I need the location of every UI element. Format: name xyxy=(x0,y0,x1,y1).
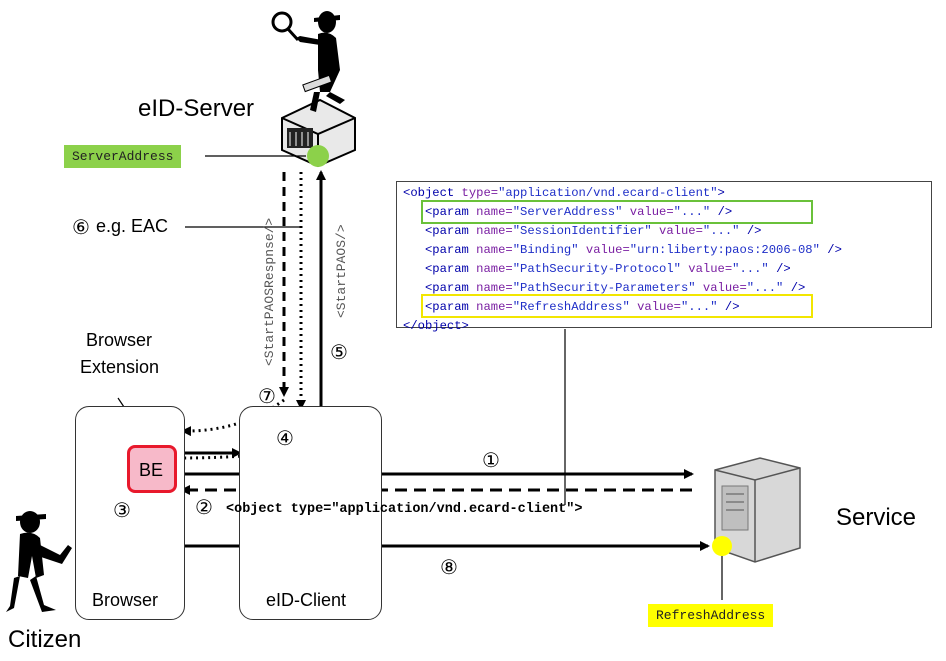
browser-extension-label-2: Extension xyxy=(80,357,160,377)
step-4: ④ xyxy=(276,426,294,450)
code-line-param: <param name="RefreshAddress" value="..."… xyxy=(424,300,740,314)
step-7: ⑦ xyxy=(258,384,276,408)
server-address-dot xyxy=(307,145,329,167)
eac-label: e.g. EAC xyxy=(96,216,169,236)
step-1: ① xyxy=(482,448,500,472)
code-line-param: <param name="ServerAddress" value="..." … xyxy=(424,205,733,219)
code-line-param: <param name="PathSecurity-Protocol" valu… xyxy=(424,262,791,276)
eid-server-label: eID-Server xyxy=(138,95,255,122)
service-machine xyxy=(714,457,801,563)
citizen-label: Citizen xyxy=(8,626,82,653)
code-line-object-close: </object> xyxy=(403,319,469,333)
step-2: ② xyxy=(195,495,213,519)
be-label: BE xyxy=(139,460,164,480)
browser-box xyxy=(75,406,185,620)
refresh-address-tag: RefreshAddress xyxy=(648,604,774,627)
step-6: ⑥ xyxy=(72,215,90,239)
step-3: ③ xyxy=(113,498,131,522)
citizen-figure xyxy=(6,511,72,612)
browser-label: Browser xyxy=(92,590,159,610)
inspector-figure xyxy=(271,11,345,112)
refresh-address-highlight xyxy=(421,294,813,318)
step-8: ⑧ xyxy=(440,555,458,579)
step-5: ⑤ xyxy=(330,340,348,364)
object-code-box: <object type="application/vnd.ecard-clie… xyxy=(396,181,932,333)
server-address-highlight xyxy=(421,200,813,224)
eid-client-box xyxy=(239,406,382,620)
service-label: Service xyxy=(836,504,917,531)
start-paos-message: <StartPAOS/> xyxy=(334,224,349,318)
browser-extension-box[interactable]: BE xyxy=(127,445,177,493)
start-paos-response-message: <StartPAOSRespnse/> xyxy=(262,217,277,366)
code-line-param: <param name="PathSecurity-Parameters" va… xyxy=(424,281,806,295)
code-line-object-open: <object type="application/vnd.ecard-clie… xyxy=(403,186,725,200)
eid-client-label: eID-Client xyxy=(266,590,347,610)
code-line-param: <param name="SessionIdentifier" value=".… xyxy=(424,224,762,238)
browser-extension-label-1: Browser xyxy=(86,330,153,350)
code-line-param: <param name="Binding" value="urn:liberty… xyxy=(424,243,842,257)
eid-server-machine xyxy=(281,98,356,168)
server-address-tag: ServerAddress xyxy=(64,145,182,168)
object-message: <object type="application/vnd.ecard-clie… xyxy=(226,502,583,517)
refresh-address-dot xyxy=(712,536,732,556)
